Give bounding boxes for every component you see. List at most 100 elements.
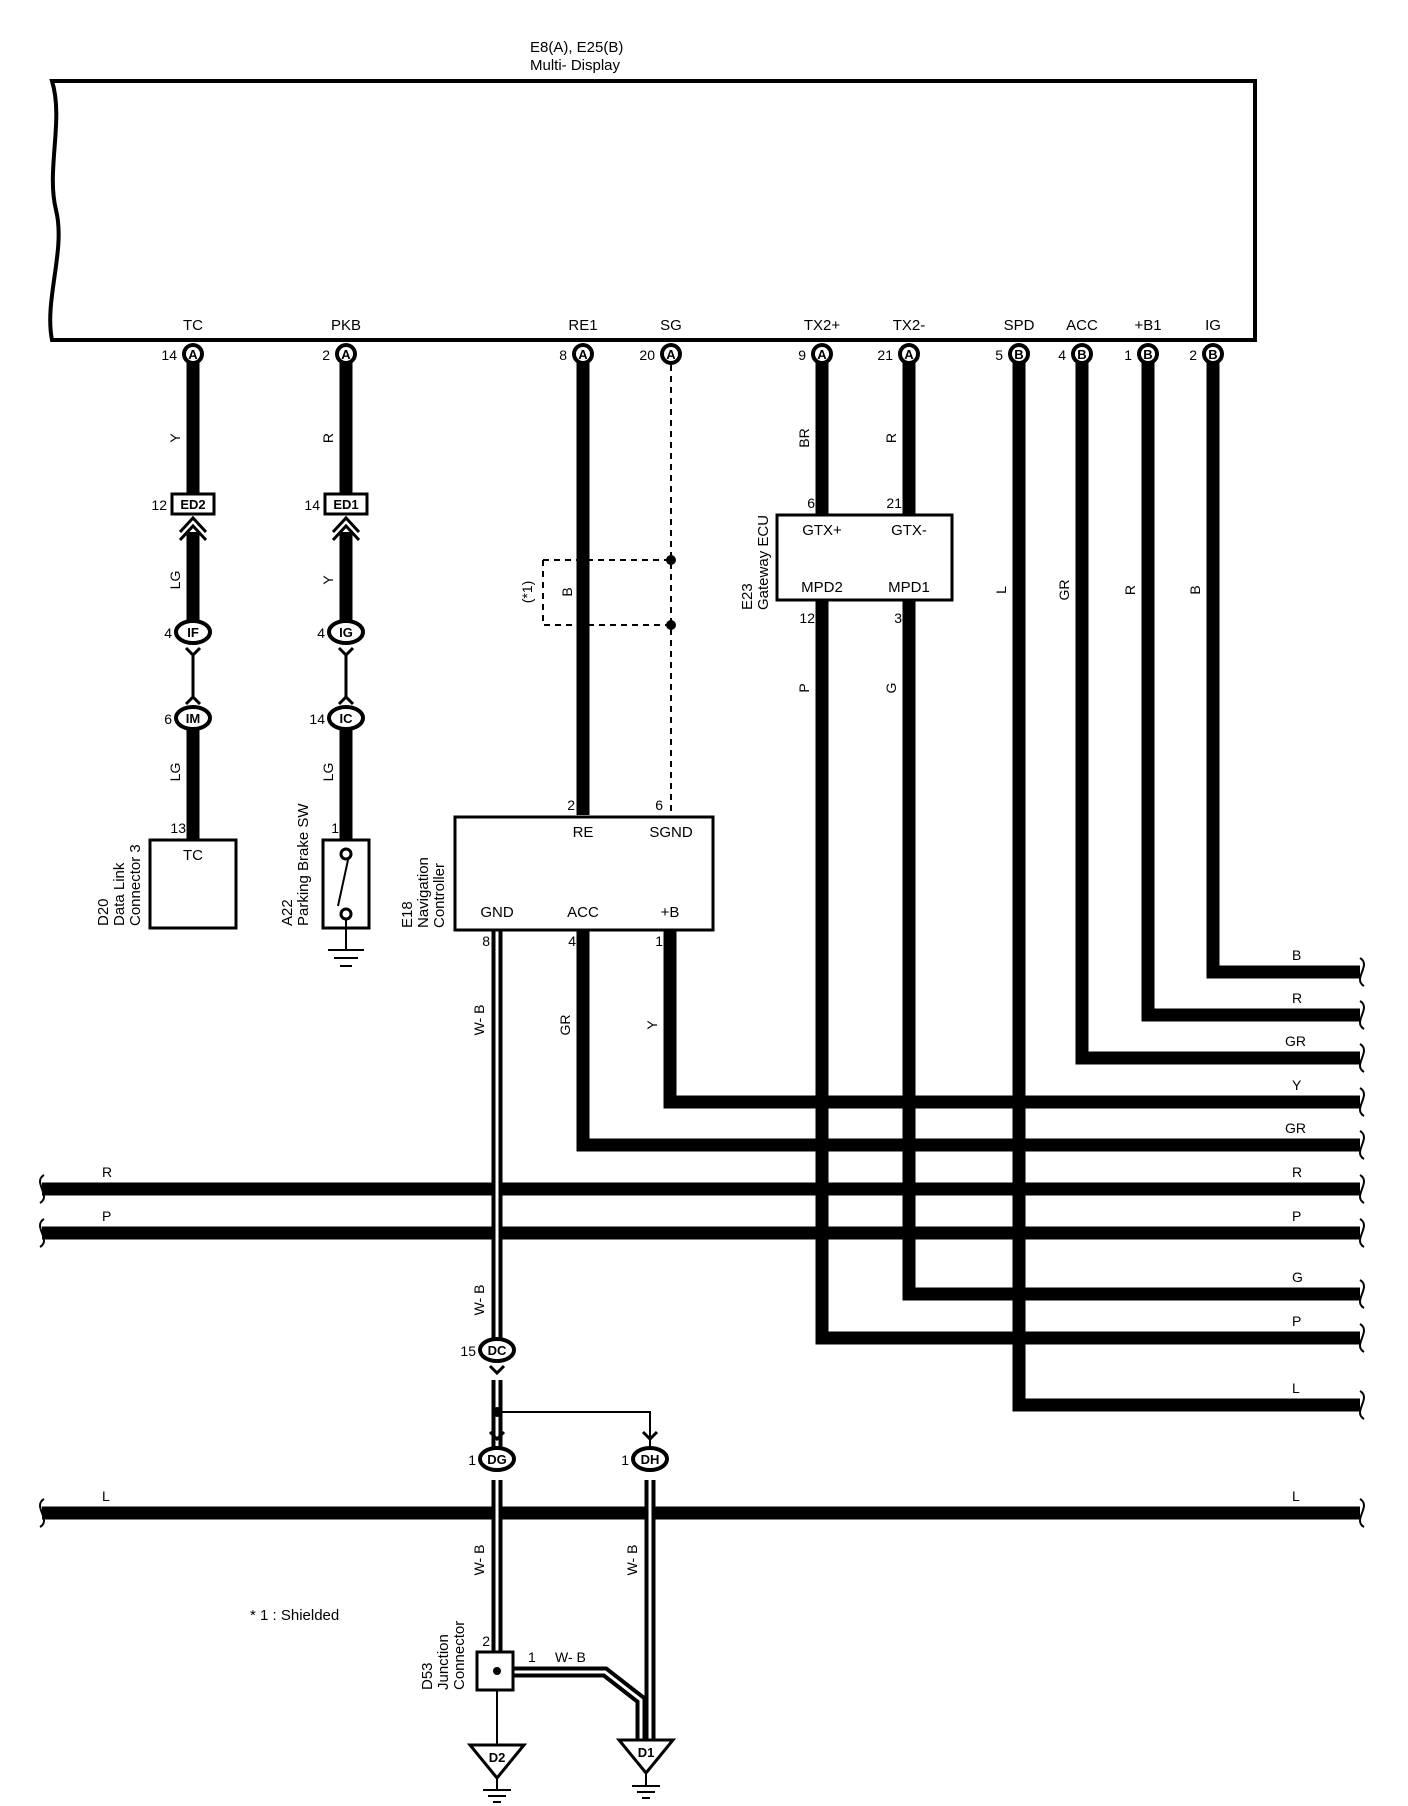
multi-display-box (48, 79, 1257, 342)
svg-text:LG: LG (167, 763, 183, 782)
svg-text:B: B (1292, 947, 1301, 963)
svg-text:B: B (1187, 585, 1203, 594)
svg-text:R: R (883, 433, 899, 443)
svg-text:Parking Brake SW: Parking Brake SW (295, 803, 312, 926)
svg-text:R: R (102, 1164, 112, 1180)
shield-sg: (*1) B (519, 354, 676, 815)
svg-text:G: G (883, 683, 899, 694)
svg-text:21: 21 (886, 495, 902, 511)
pin-name-spd: SPD (1004, 317, 1035, 334)
wire-b1 (1141, 354, 1360, 1022)
svg-text:W- B: W- B (471, 1005, 487, 1036)
svg-text:A: A (188, 347, 198, 362)
svg-text:4: 4 (1058, 347, 1066, 363)
jc-link-color: W- B (555, 1649, 586, 1665)
svg-text:L: L (993, 586, 1009, 594)
svg-text:1: 1 (331, 820, 339, 836)
svg-text:1: 1 (655, 933, 663, 949)
component-a22: 1 A22 Parking Brake SW (279, 803, 371, 967)
svg-text:8: 8 (559, 347, 567, 363)
svg-text:12: 12 (799, 610, 815, 626)
svg-text:IF: IF (187, 625, 199, 640)
wire-tx2p (815, 354, 1360, 1345)
component-e18: 2 6 RE SGND GND ACC +B 8 4 1 E18 Navigat… (399, 797, 715, 949)
svg-text:DG: DG (487, 1452, 507, 1467)
svg-text:MPD2: MPD2 (801, 579, 843, 596)
svg-text:Y: Y (320, 575, 336, 585)
shield-note: (*1) (519, 581, 535, 604)
left-exits: R P L (39, 1164, 112, 1528)
title-line2: Multi- Display (530, 57, 621, 74)
footnote: * 1 : Shielded (250, 1607, 339, 1624)
shield-color-b: B (559, 587, 575, 596)
svg-text:D1: D1 (638, 1745, 655, 1760)
component-d53: 2 1 D53 Junction Connector (419, 1621, 536, 1692)
pin-name-tx2p: TX2+ (804, 317, 841, 334)
connector-dh: DH 1 (621, 1446, 669, 1472)
svg-text:SGND: SGND (649, 824, 693, 841)
svg-text:1: 1 (528, 1649, 536, 1665)
svg-text:R: R (1292, 990, 1302, 1006)
svg-text:ED2: ED2 (180, 497, 205, 512)
svg-text:R: R (1122, 585, 1138, 595)
svg-text:3: 3 (894, 610, 902, 626)
svg-text:5: 5 (995, 347, 1003, 363)
svg-text:13: 13 (170, 820, 186, 836)
svg-text:TC: TC (183, 847, 203, 864)
svg-text:ACC: ACC (567, 904, 599, 921)
svg-text:1: 1 (468, 1452, 476, 1468)
pin-name-tx2m: TX2- (893, 317, 926, 334)
connector-ed1: ED1 14 (304, 492, 369, 542)
svg-text:A22: A22 (279, 899, 296, 926)
svg-text:D2: D2 (489, 1750, 506, 1765)
pin-name-ig: IG (1205, 317, 1221, 334)
wire-ig (1206, 354, 1360, 979)
svg-text:E18: E18 (399, 901, 416, 928)
svg-text:Connector 3: Connector 3 (127, 844, 144, 926)
component-d20: TC 13 D20 Data Link Connector 3 (95, 820, 238, 930)
ground-d2: D2 (466, 1743, 528, 1803)
pin-name-b1: +B1 (1134, 317, 1161, 334)
svg-text:6: 6 (807, 495, 815, 511)
svg-text:4: 4 (568, 933, 576, 949)
svg-text:IM: IM (186, 711, 200, 726)
svg-text:2: 2 (482, 1633, 490, 1649)
svg-text:GND: GND (480, 904, 514, 921)
svg-text:4: 4 (317, 625, 325, 641)
svg-text:L: L (1292, 1380, 1300, 1396)
svg-text:R: R (320, 433, 336, 443)
md-pin-names: TC PKB RE1 SG TX2+ TX2- SPD ACC +B1 IG (183, 317, 1221, 334)
title-line1: E8(A), E25(B) (530, 39, 623, 56)
svg-text:A: A (341, 347, 351, 362)
svg-text:GR: GR (1285, 1033, 1306, 1049)
connector-dc: DC 15 (460, 1337, 659, 1442)
connector-if: IF 4 (164, 619, 212, 706)
svg-text:B: B (1143, 347, 1152, 362)
ground-wires (491, 930, 656, 1745)
svg-text:W- B: W- B (624, 1545, 640, 1576)
svg-text:GR: GR (557, 1015, 573, 1036)
wire-acc (1075, 354, 1360, 1065)
wires (42, 354, 1360, 1520)
svg-text:1: 1 (621, 1452, 629, 1468)
svg-text:ED1: ED1 (333, 497, 358, 512)
svg-text:B: B (1077, 347, 1086, 362)
svg-text:W- B: W- B (471, 1545, 487, 1576)
svg-text:Y: Y (644, 1020, 660, 1030)
svg-text:LG: LG (167, 571, 183, 590)
right-exits: B R GR Y GR R P G P L L (1285, 947, 1365, 1528)
svg-text:+B: +B (661, 904, 680, 921)
pin-name-acc: ACC (1066, 317, 1098, 334)
pin-name-pkb: PKB (331, 317, 361, 334)
svg-text:6: 6 (164, 711, 172, 727)
svg-text:IC: IC (340, 711, 354, 726)
svg-text:E23: E23 (739, 583, 756, 610)
svg-text:Data Link: Data Link (111, 862, 128, 926)
wire-tx2m (902, 354, 1360, 1301)
svg-text:L: L (1292, 1488, 1300, 1504)
svg-text:6: 6 (655, 797, 663, 813)
svg-text:15: 15 (460, 1343, 476, 1359)
svg-text:P: P (102, 1208, 111, 1224)
wire-spd (1012, 354, 1360, 1412)
